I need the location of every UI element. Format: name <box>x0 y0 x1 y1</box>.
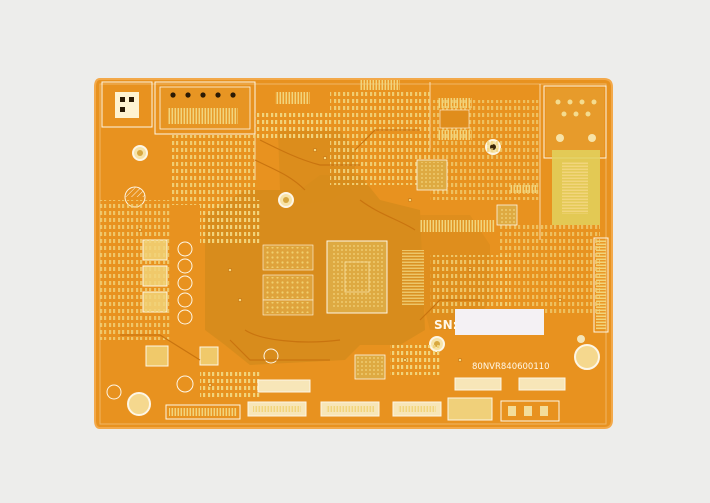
power-jack-outline <box>101 81 153 128</box>
serial-label-sticker <box>455 309 544 335</box>
part-number-text: 80NVR840600110 <box>472 362 550 372</box>
copper-traces <box>120 129 480 361</box>
right-pin-header <box>593 237 609 333</box>
soc-bga-footprint <box>326 240 388 314</box>
top-left-connector <box>154 81 256 135</box>
ic-footprints <box>275 80 538 305</box>
memory-chip-array <box>262 244 314 316</box>
bottom-connectors <box>165 377 566 422</box>
secondary-bga <box>354 159 518 380</box>
ethernet-jack-area <box>543 85 607 225</box>
smd-component-fields <box>100 90 600 400</box>
serial-prefix-text: SN: <box>434 318 457 332</box>
